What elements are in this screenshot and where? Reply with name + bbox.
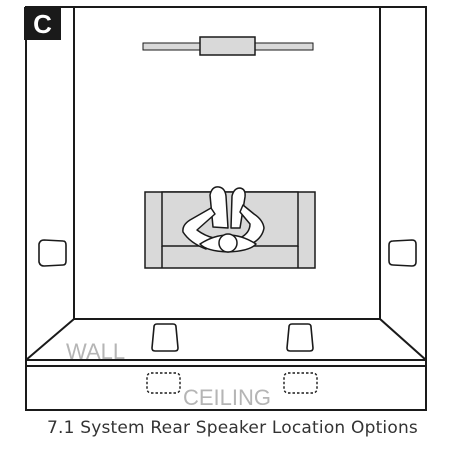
sofa-icon [144, 191, 316, 269]
person-icon [182, 186, 265, 253]
wall-label: WALL [66, 339, 125, 364]
badge-background [24, 7, 61, 40]
figure-badge: C [24, 7, 61, 40]
wall-speaker-icon [286, 323, 314, 352]
wall-speaker-icon [388, 239, 417, 267]
wall-speaker-icon [38, 239, 67, 267]
ceiling-speaker-icon [283, 372, 318, 394]
wall-speaker-icon [151, 323, 179, 352]
ceiling-speaker-icon [146, 372, 181, 394]
right-wall-edge [379, 318, 427, 361]
left-wall-edge [25, 318, 75, 361]
ceiling-label: CEILING [183, 385, 271, 410]
figure-caption: 7.1 System Rear Speaker Location Options [46, 418, 418, 438]
back-wall [73, 6, 381, 320]
badge-letter: C [33, 9, 52, 39]
soundbar-icon [142, 36, 314, 56]
